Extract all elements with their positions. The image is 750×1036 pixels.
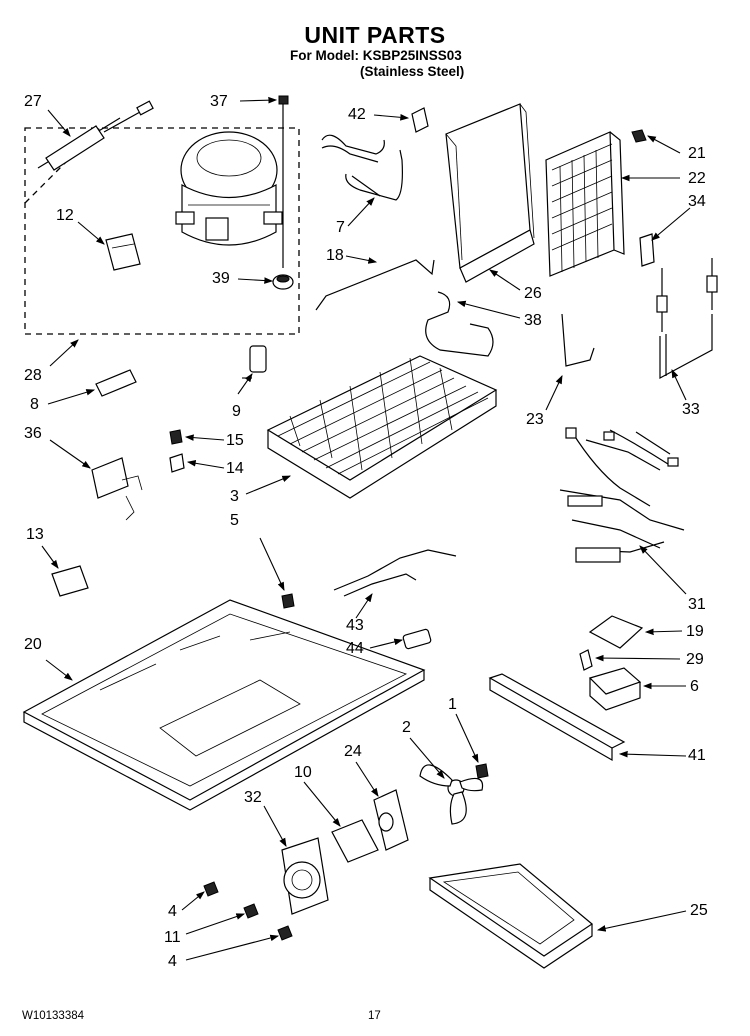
callout-21: 21 [688, 145, 706, 162]
callout-10: 10 [294, 764, 312, 781]
callout-27: 27 [24, 93, 42, 110]
hose-38-part [425, 291, 494, 357]
callout-9: 9 [232, 403, 241, 420]
cylinder-8-part [95, 369, 137, 397]
callout-42: 42 [348, 106, 366, 123]
fuse-44-part [402, 628, 432, 650]
callout-37: 37 [210, 93, 228, 110]
callout-25: 25 [690, 902, 708, 919]
page-title: UNIT PARTS [304, 22, 446, 48]
callout-12: 12 [56, 207, 74, 224]
callout-38: 38 [524, 312, 542, 329]
clip-34-part [639, 233, 655, 267]
drain-pan-25-part [428, 863, 594, 969]
callout-11: 11 [164, 929, 181, 946]
model-finish: (Stainless Steel) [360, 64, 465, 79]
overload-relay-part [105, 233, 141, 271]
screw-5-part [281, 593, 295, 609]
wire-23-part [561, 313, 595, 367]
callout-31: 31 [688, 596, 706, 613]
callout-44: 44 [346, 640, 364, 657]
leader-lines [41, 96, 691, 961]
callout-29: 29 [686, 651, 704, 668]
callout-15: 15 [226, 432, 244, 449]
gasket-10-part [331, 819, 379, 863]
terminal-36-part [91, 457, 143, 521]
callout-23: 23 [526, 411, 544, 428]
callout-7: 7 [336, 219, 345, 236]
base-pan-20-part [22, 599, 426, 811]
screw-21-part [631, 129, 647, 143]
callout-1: 1 [448, 696, 457, 713]
callout-28: 28 [24, 367, 42, 384]
fan-blade-2-part [419, 764, 484, 825]
callout-33: 33 [682, 401, 700, 418]
callout-4-lower: 4 [168, 953, 177, 970]
fan-motor-24-part [373, 789, 409, 851]
callout-14: 14 [226, 460, 244, 477]
control-board-19-part [588, 615, 644, 649]
tube-7-part [321, 134, 403, 201]
harness-43-part [333, 549, 457, 597]
evaporator-cover-part [445, 103, 535, 283]
callout-6: 6 [690, 678, 699, 695]
model-number: For Model: KSBP25INSS03 [290, 48, 462, 63]
callout-24: 24 [344, 743, 362, 760]
callout-3: 3 [230, 488, 239, 505]
drain-tube-33-part [656, 258, 718, 380]
screw-15-part [169, 429, 183, 445]
screw-1-part [475, 763, 489, 779]
document-number: W10133384 [22, 1010, 85, 1022]
screw-11-part [243, 903, 259, 919]
callout-20: 20 [24, 636, 42, 653]
callout-13: 13 [26, 526, 44, 543]
callout-19: 19 [686, 623, 704, 640]
grommet-39-part [272, 274, 294, 290]
wiring-harness-31-part [559, 427, 685, 563]
screw-4a-part [203, 881, 219, 897]
callout-32: 32 [244, 789, 262, 806]
page-number: 17 [368, 1010, 381, 1022]
compressor-part [175, 131, 283, 246]
callout-26: 26 [524, 285, 542, 302]
callout-2: 2 [402, 719, 411, 736]
callout-22: 22 [688, 170, 706, 187]
clip-14-part [169, 453, 185, 473]
connector-29-part [579, 649, 593, 671]
callout-34: 34 [688, 193, 706, 210]
callout-8: 8 [30, 396, 39, 413]
condenser-part [545, 131, 625, 277]
pad-13-part [51, 565, 89, 597]
callout-43: 43 [346, 617, 364, 634]
screw-4b-part [277, 925, 293, 941]
fan-shroud-32-part [281, 837, 329, 915]
compressor-group-box [24, 127, 300, 335]
rod-18-part [315, 259, 435, 311]
strip-41-part [488, 673, 626, 749]
callout-4-upper: 4 [168, 903, 177, 920]
callout-39: 39 [212, 270, 230, 287]
clip-42-part [411, 107, 429, 133]
box-6-part [588, 667, 642, 711]
evaporator-coil-part [266, 355, 498, 499]
callout-5: 5 [230, 512, 239, 529]
callout-18: 18 [326, 247, 344, 264]
callout-36: 36 [24, 425, 42, 442]
cylinder-9-part [249, 345, 267, 373]
drier-part [37, 100, 154, 171]
callout-41: 41 [688, 747, 706, 764]
screw-37-part [278, 95, 289, 268]
